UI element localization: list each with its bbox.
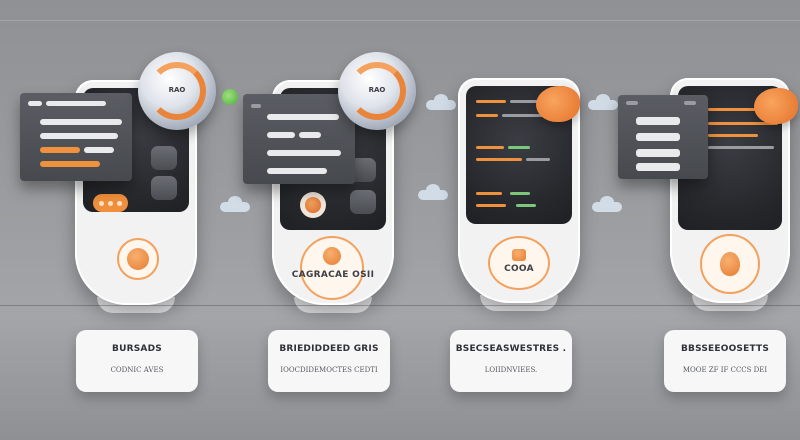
orange-blob-icon — [536, 86, 580, 122]
step-subtitle: CODNIC AVES — [110, 366, 164, 374]
list-bar — [708, 108, 768, 111]
step-badge — [300, 236, 364, 300]
panel-header-bar — [28, 101, 42, 106]
list-bar — [476, 114, 498, 117]
toggle-knob[interactable] — [151, 146, 177, 170]
step-title: BRIEDIDDEED GRIS — [279, 344, 379, 354]
panel-row-bar — [636, 163, 680, 171]
list-bar — [476, 204, 506, 207]
panel-row-bar — [636, 117, 680, 125]
panel-row-bar — [267, 132, 295, 138]
list-bar — [708, 122, 778, 125]
dots-button[interactable] — [93, 194, 128, 212]
orb-icon: RAO — [138, 52, 216, 130]
orange-house-icon — [512, 249, 526, 261]
badge-text: CAGRACAE OSII — [291, 270, 375, 280]
step-subtitle: LOIIDNVIEES. — [484, 366, 538, 374]
orb-label: RAO — [368, 86, 386, 95]
orb-label: RAO — [168, 86, 186, 95]
panel-row-bar — [40, 133, 118, 139]
panel-row-bar — [636, 133, 680, 141]
orange-blob-icon — [754, 88, 798, 124]
toggle-knob[interactable] — [350, 190, 376, 214]
panel-row-bar — [40, 147, 80, 153]
step-label[interactable]: BRIEDIDDEED GRIS IOOCDIDEMOCTES CEDTI — [268, 330, 390, 392]
status-dot — [222, 89, 238, 105]
toggle-knob[interactable] — [151, 176, 177, 200]
step-title: BSECSEASWESTRES . — [455, 344, 567, 354]
cloud-icon — [426, 94, 456, 110]
orange-circle-icon — [323, 247, 341, 265]
panel-row-bar — [84, 147, 114, 153]
settings-panel — [243, 94, 355, 184]
settings-panel — [20, 93, 132, 181]
middle-divider — [0, 305, 800, 306]
mini-avatar — [300, 192, 326, 218]
orb-ring — [148, 62, 206, 120]
panel-header-bar — [46, 101, 106, 106]
panel-row-bar — [299, 132, 321, 138]
step-label[interactable]: BBSSEEOOSETTS MOOE ZF IF CCCS DEI — [664, 330, 786, 392]
list-bar — [476, 192, 502, 195]
step-subtitle: MOOE ZF IF CCCS DEI — [682, 366, 768, 374]
orange-circle-icon — [126, 247, 150, 271]
cloud-icon — [592, 196, 622, 212]
list-bar — [708, 134, 758, 137]
step-title: BBSSEEOOSETTS — [680, 344, 770, 354]
top-divider — [0, 20, 800, 21]
panel-row-bar — [636, 149, 680, 157]
orange-circle-icon — [305, 197, 321, 213]
list-bar — [476, 100, 506, 103]
list-bar — [502, 114, 552, 117]
step-label[interactable]: BURSADS CODNIC AVES — [76, 330, 198, 392]
badge-text: COOA — [504, 264, 534, 274]
settings-panel — [618, 95, 708, 179]
panel-row-bar — [626, 101, 638, 105]
orb-icon: RAO — [338, 52, 416, 130]
panel-row-bar — [267, 114, 339, 120]
list-bar — [510, 192, 530, 195]
cloud-icon — [588, 94, 618, 110]
orb-ring — [348, 62, 406, 120]
step-badge — [700, 234, 760, 294]
panel-row-bar — [40, 119, 122, 125]
list-bar — [516, 204, 536, 207]
panel-row-bar — [251, 104, 261, 108]
cloud-icon — [418, 184, 448, 200]
list-bar — [476, 146, 504, 149]
panel-row-bar — [267, 150, 341, 156]
list-bar — [526, 158, 550, 161]
list-bar — [508, 146, 530, 149]
list-bar — [708, 146, 774, 149]
step-title: BURSADS — [112, 344, 162, 354]
step-label[interactable]: BSECSEASWESTRES . LOIIDNVIEES. — [450, 330, 572, 392]
panel-row-bar — [267, 168, 327, 174]
panel-row-bar — [40, 161, 100, 167]
orange-flame-icon — [719, 251, 741, 277]
list-bar — [510, 100, 550, 103]
panel-row-bar — [684, 101, 696, 105]
step-subtitle: IOOCDIDEMOCTES CEDTI — [280, 366, 378, 374]
step-badge — [488, 236, 550, 290]
list-bar — [476, 158, 522, 161]
step-badge — [117, 238, 159, 280]
cloud-icon — [220, 196, 250, 212]
